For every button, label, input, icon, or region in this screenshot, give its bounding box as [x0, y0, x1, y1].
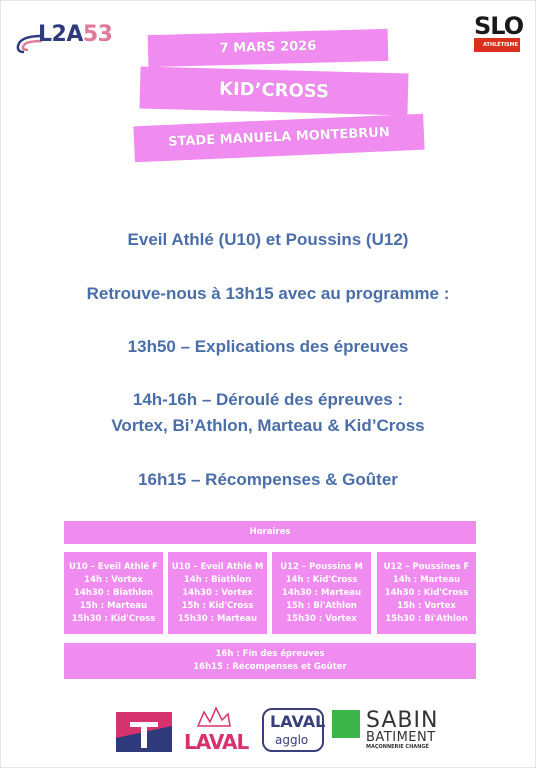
event-banner: KID’CROSS [139, 66, 409, 116]
venue-banner: STADE MANUELA MONTEBRUN [133, 113, 425, 163]
schedule-row: 15h : Marteau [79, 601, 148, 611]
date-banner: 7 MARS 2026 [147, 28, 389, 68]
schedule-row: 15h : Bi'Athlon [286, 601, 357, 611]
schedule-row: 14h30 : Marteau [281, 588, 362, 598]
column-title: U10 – Eveil Athlé M [171, 562, 264, 572]
events-line: 14h-16h – Déroulé des épreuves : [132, 390, 404, 409]
sabin-text: SABIN [366, 708, 439, 733]
slo-band: ATHLÉTISME [474, 38, 520, 52]
schedule-row: 15h30 : Bi'Athlon [385, 614, 468, 624]
sponsor-logo-laval: LAVAL [184, 704, 249, 754]
schedule-row: 15h : Kid'Cross [181, 601, 254, 611]
rewards-line: 16h15 – Récompenses & Goûter [138, 470, 398, 489]
laval-text: LAVAL [184, 730, 249, 754]
schedule-row: 14h : Vortex [84, 575, 143, 585]
footer-row: 16h : Fin des épreuves [215, 649, 325, 659]
explanations-line: 13h50 – Explications des épreuves [127, 337, 409, 356]
schedule-row: 14h : Kid'Cross [285, 575, 358, 585]
schedule-row: 15h : Vortex [397, 601, 456, 611]
schedule-row: 14h : Biathlon [183, 575, 252, 585]
column-title: U10 – Eveil Athlé F [69, 562, 158, 572]
agglo-bottom-text: agglo [275, 733, 309, 747]
schedule-column: U12 – Poussins M 14h : Kid'Cross 14h30 :… [272, 552, 371, 634]
schedule-row: 15h30 : Kid'Cross [71, 614, 156, 624]
sabin-batiment-text: BATIMENT [366, 730, 436, 745]
schedule-column: U12 – Poussines F 14h : Marteau 14h30 : … [377, 552, 476, 634]
column-title: U12 – Poussins M [280, 562, 363, 572]
sabin-square-icon [332, 710, 360, 738]
events-list-line: Vortex, Bi’Athlon, Marteau & Kid’Cross [111, 416, 425, 435]
l2a-number: 53 [82, 22, 113, 47]
schedule-row: 14h30 : Kid'Cross [384, 588, 469, 598]
track-lanes-icon [16, 34, 43, 54]
laval-emblem-icon [196, 706, 231, 727]
meeting-time-line: Retrouve-nous à 13h15 avec au programme … [86, 284, 450, 303]
l2a53-logo: L2A53 [14, 22, 114, 62]
schedule-footer: 16h : Fin des épreuves 16h15 : Récompens… [64, 643, 476, 679]
sponsor-logo-tt [116, 712, 172, 752]
schedule-row: 14h30 : Biathlon [73, 588, 154, 598]
schedule-column: U10 – Eveil Athlé M 14h : Biathlon 14h30… [168, 552, 267, 634]
sabin-tagline: MAÇONNERIE CHANGÉ [366, 744, 429, 750]
schedule-row: 14h : Marteau [392, 575, 461, 585]
slo-text: SLO [474, 12, 524, 40]
agglo-top-text: LAVAL [270, 712, 326, 731]
sponsor-logo-laval-agglo: LAVAL agglo [262, 708, 326, 752]
l2a-text: L2A [38, 22, 83, 47]
schedule-column: U10 – Eveil Athlé F 14h : Vortex 14h30 :… [64, 552, 163, 634]
audience-line: Eveil Athlé (U10) et Poussins (U12) [127, 230, 409, 249]
footer-row: 16h15 : Récompenses et Goûter [193, 662, 347, 672]
sponsor-logo-sabin: SABIN BATIMENT MAÇONNERIE CHANGÉ [332, 708, 442, 750]
slo-logo: SLO ATHLÉTISME [472, 12, 524, 60]
schedule-row: 14h30 : Vortex [182, 588, 253, 598]
schedule-row: 15h30 : Marteau [177, 614, 258, 624]
tt-emblem-icon [116, 712, 172, 752]
schedule-row: 15h30 : Vortex [286, 614, 357, 624]
column-title: U12 – Poussines F [383, 562, 470, 572]
schedule-header: Horaires [64, 521, 476, 544]
